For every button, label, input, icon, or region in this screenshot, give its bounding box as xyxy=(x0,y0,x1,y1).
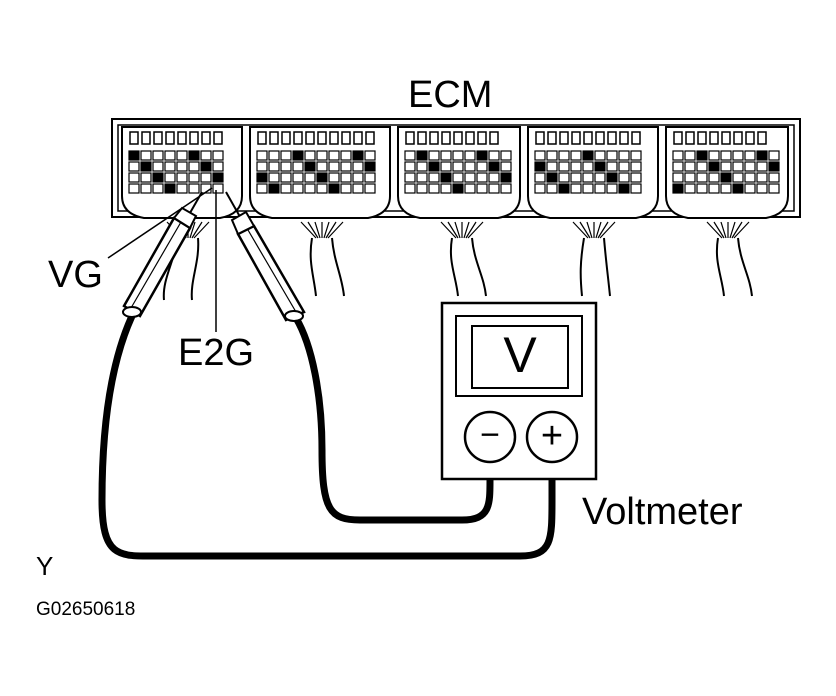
wire-bundle-2 xyxy=(300,221,345,297)
vg-leader-line xyxy=(107,187,213,259)
ecm-connector-5 xyxy=(665,126,789,219)
ecm-connector-3 xyxy=(397,126,521,219)
voltmeter-bezel xyxy=(455,315,583,397)
probe-right xyxy=(225,191,306,322)
negative-lead-wire xyxy=(98,312,556,560)
leader-lines xyxy=(107,187,217,332)
voltmeter-label: Voltmeter xyxy=(582,491,743,533)
positive-terminal xyxy=(525,410,579,464)
wire-bundle-3 xyxy=(440,221,487,297)
probe-left xyxy=(122,191,203,318)
voltmeter xyxy=(440,301,598,481)
negative-terminal-symbol: − xyxy=(480,416,500,454)
figure-code: G02650618 xyxy=(36,599,136,620)
ecm-connectors xyxy=(121,126,789,219)
vg-label: VG xyxy=(48,254,103,296)
negative-terminal xyxy=(463,410,517,464)
ecm-connector-4 xyxy=(527,126,659,219)
ecm-label: ECM xyxy=(408,74,493,116)
wire-bundle-5 xyxy=(706,221,753,297)
wire-harnesses xyxy=(162,221,753,301)
voltmeter-display-window xyxy=(471,325,569,389)
e2g-label: E2G xyxy=(178,332,255,374)
corner-mark: Y xyxy=(36,551,54,581)
voltmeter-display-text: V xyxy=(503,327,537,383)
ecm-connector-1 xyxy=(121,126,243,219)
ecm-connector-2 xyxy=(249,126,391,219)
positive-terminal-symbol: + xyxy=(540,415,564,457)
positive-lead-wire xyxy=(292,314,494,524)
test-leads xyxy=(98,312,556,560)
wire-bundle-4 xyxy=(572,221,616,297)
